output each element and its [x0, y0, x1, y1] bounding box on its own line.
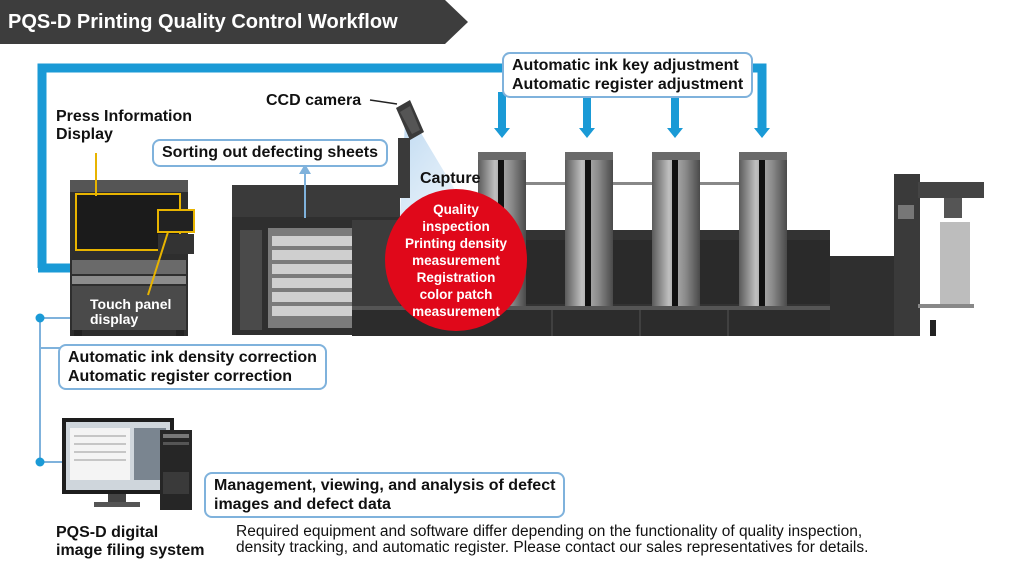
press-info-display-label: Press Information Display: [56, 108, 193, 143]
page-title: PQS-D Printing Quality Control Workflow: [0, 0, 468, 44]
touch-panel-label: Touch panel display: [90, 296, 172, 327]
touch-panel-pointer: [147, 231, 169, 296]
ink-key-box: Automatic ink key adjustment Automatic r…: [502, 52, 754, 98]
ccd-camera-label: CCD camera: [266, 92, 362, 109]
management-box: Management, viewing, and analysis of def…: [204, 472, 566, 518]
pc-workstation: [62, 418, 192, 510]
density-correction-box: Automatic ink density correction Automat…: [58, 344, 327, 390]
link-dot: [35, 457, 45, 467]
quality-inspection-circle: Quality inspection Printing density meas…: [385, 189, 527, 331]
ink-key-arrows: [494, 92, 770, 138]
link-dot: [35, 313, 45, 323]
sorting-arrow: [299, 164, 311, 218]
filing-system-label: PQS-D digital image filing system: [56, 524, 205, 559]
feeder-unit: [830, 174, 984, 336]
ccd-camera-icon: [396, 100, 424, 140]
press-information-display: [70, 180, 195, 336]
sorting-box: Sorting out defecting sheets: [152, 139, 389, 167]
capture-label: Capture: [420, 170, 481, 187]
footnote: Required equipment and software differ d…: [236, 523, 869, 556]
